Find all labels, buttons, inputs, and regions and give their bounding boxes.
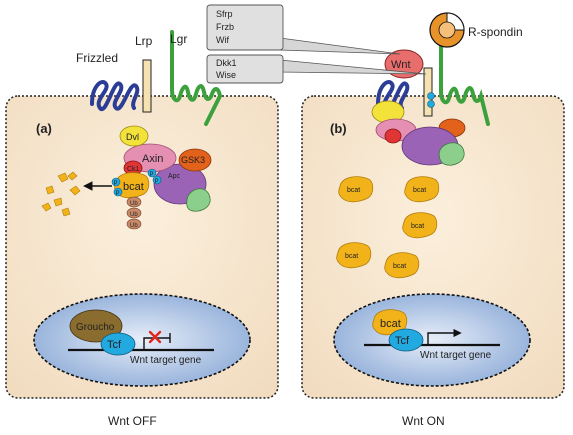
bcat-free-label: bcat xyxy=(411,223,424,230)
bcat-complex-label: bcat xyxy=(123,181,144,193)
gene-label-right: Wnt target gene xyxy=(420,350,492,361)
lgr-receptor-right xyxy=(439,40,490,126)
svg-text:Ub: Ub xyxy=(130,212,138,218)
inhibitor-wise: Wise xyxy=(216,70,236,80)
groucho-protein xyxy=(69,309,123,343)
phospho-marks-right xyxy=(427,92,435,108)
bcat-nuclear-label: bcat xyxy=(380,318,401,330)
wnt-label: Wnt xyxy=(391,59,411,71)
lrp-receptor xyxy=(142,59,152,113)
inhibitor-dkk1: Dkk1 xyxy=(216,58,237,68)
tcf-label-right: Tcf xyxy=(395,335,410,347)
inhibitor-frzb: Frzb xyxy=(216,22,234,32)
ubiquitin-chain: Ub Ub Ub xyxy=(126,196,142,230)
frizzled-receptor xyxy=(90,80,140,112)
lgr-label: Lgr xyxy=(170,32,187,46)
gsk3-protein xyxy=(178,148,212,172)
tcf-protein-right xyxy=(388,328,424,352)
ck1-protein-right xyxy=(384,128,402,144)
apc-label: Apc xyxy=(168,173,181,180)
nucleus-left xyxy=(33,293,251,387)
repression-x-icon xyxy=(148,330,162,344)
inhibitor-sfrp: Sfrp xyxy=(216,9,233,19)
ck1-label: Ck1 xyxy=(127,166,140,173)
phospho-marks: P P P P xyxy=(111,168,162,197)
svg-text:P: P xyxy=(116,191,120,197)
activation-arrow xyxy=(427,328,462,345)
callout-inhibitors-2: Dkk1 Wise xyxy=(206,54,427,84)
svg-text:P: P xyxy=(114,181,118,187)
lgr-receptor xyxy=(170,30,223,126)
svg-text:P: P xyxy=(150,172,154,178)
gene-label-left: Wnt target gene xyxy=(130,355,202,366)
cell-wnt-off: (a) Frizzled Lrp Lgr Apc GSK3 Axin Dvl C… xyxy=(5,30,279,428)
bcat-free-label: bcat xyxy=(345,253,358,260)
rspondin-label: R-spondin xyxy=(468,25,523,39)
caption-wnt-off: Wnt OFF xyxy=(108,414,157,428)
axin-label: Axin xyxy=(142,153,163,165)
rspondin-icon xyxy=(429,12,465,48)
svg-text:Ub: Ub xyxy=(130,201,138,207)
cell-wnt-on: (b) R-spondin Wnt bcat bcat xyxy=(301,12,565,428)
bcat-free-label: bcat xyxy=(413,187,426,194)
inhibitor-wif: Wif xyxy=(216,35,229,45)
callout-inhibitors-1: Sfrp Frzb Wif xyxy=(206,4,401,55)
dvl-label: Dvl xyxy=(126,132,139,142)
green-protein xyxy=(186,188,211,212)
nucleus-right xyxy=(333,293,531,387)
blocked-promoter xyxy=(143,337,170,350)
free-bcat-list: bcat bcat bcat bcat bcat xyxy=(336,176,440,279)
groucho-label: Groucho xyxy=(76,322,115,333)
lrp-label: Lrp xyxy=(135,34,153,48)
dvl-protein xyxy=(119,125,149,147)
bcat-fragments xyxy=(41,171,81,217)
svg-text:Ub: Ub xyxy=(130,223,138,229)
panel-letter-a: (a) xyxy=(36,121,52,136)
lrp-receptor-right xyxy=(423,67,433,117)
gsk3-label: GSK3 xyxy=(181,155,205,165)
bcat-free-label: bcat xyxy=(347,187,360,194)
panel-letter-b: (b) xyxy=(330,121,347,136)
green-protein-right xyxy=(438,142,465,166)
tcf-label-left: Tcf xyxy=(107,339,122,351)
tcf-protein-left xyxy=(100,332,136,356)
svg-text:P: P xyxy=(155,179,159,185)
caption-wnt-on: Wnt ON xyxy=(402,414,445,428)
frizzled-label: Frizzled xyxy=(76,51,118,65)
bcat-free-label: bcat xyxy=(393,263,406,270)
